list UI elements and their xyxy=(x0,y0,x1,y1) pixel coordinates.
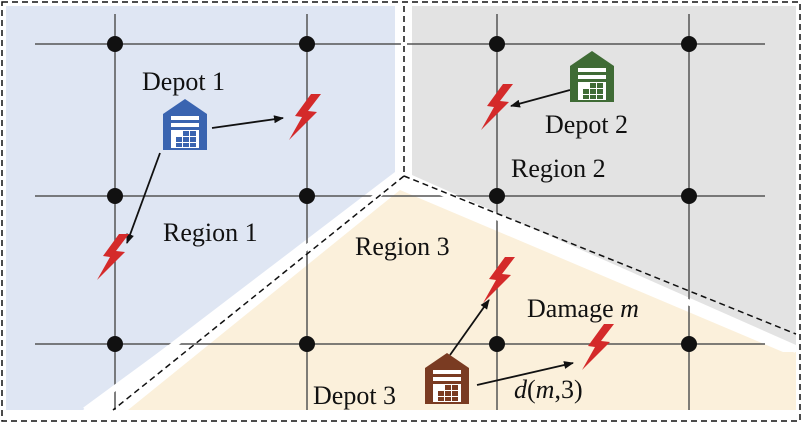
assignment-arrows xyxy=(126,89,574,386)
distance-open: ( xyxy=(527,375,536,404)
arrow-depot3-to-damage-m xyxy=(476,361,574,386)
region-1-label: Region 1 xyxy=(163,218,258,247)
grid-nodes xyxy=(107,36,697,352)
arrow-depot1-to-damage-south xyxy=(126,152,161,244)
depot-2-label: Depot 2 xyxy=(545,110,628,139)
distance-var: m xyxy=(536,375,555,404)
distance-func: d xyxy=(514,375,528,404)
grid-node xyxy=(107,336,123,352)
damage-label-var: m xyxy=(620,294,639,323)
region-3-area xyxy=(128,190,796,410)
distance-label: d(m,3) xyxy=(514,375,583,404)
grid-node xyxy=(299,36,315,52)
distance-rest: ,3) xyxy=(554,375,582,404)
grid-node xyxy=(299,188,315,204)
arrow-depot2-to-damage xyxy=(510,89,571,108)
region-2-area xyxy=(412,6,796,345)
grid-node xyxy=(681,36,697,52)
region-2-label: Region 2 xyxy=(511,154,606,183)
region-3-label: Region 3 xyxy=(355,232,450,261)
depot-1-label: Depot 1 xyxy=(142,67,225,96)
grid-node xyxy=(489,188,505,204)
grid-node xyxy=(489,336,505,352)
region-boundaries xyxy=(83,6,798,413)
damage-label: Damage m xyxy=(527,294,639,323)
grid-node xyxy=(107,188,123,204)
grid-node xyxy=(299,336,315,352)
grid-node xyxy=(681,188,697,204)
depot-3-label: Depot 3 xyxy=(313,381,396,410)
grid-node xyxy=(107,36,123,52)
region-1-area xyxy=(6,6,395,410)
arrow-depot1-to-damage-east xyxy=(211,115,284,129)
grid-node xyxy=(489,36,505,52)
arrow-depot3-to-damage-north xyxy=(449,299,490,356)
damage-label-text: Damage xyxy=(527,294,620,323)
grid-node xyxy=(681,336,697,352)
